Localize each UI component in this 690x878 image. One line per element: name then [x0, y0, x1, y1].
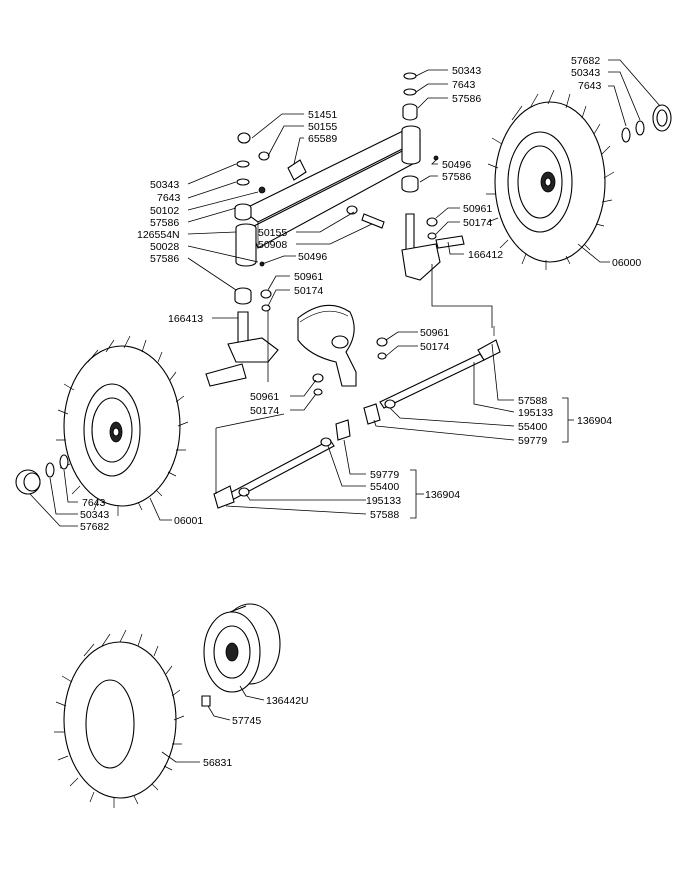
label-136904: 136904: [577, 415, 612, 427]
label-57586: 57586: [442, 171, 471, 183]
right-wheel-06000: [486, 89, 615, 270]
label-50343: 50343: [80, 509, 109, 521]
label-06000: 06000: [612, 257, 641, 269]
label-57586: 57586: [452, 93, 481, 105]
label-50343: 50343: [150, 179, 179, 191]
label-50908: 50908: [258, 239, 287, 251]
label-7643: 7643: [157, 192, 181, 204]
label-50174: 50174: [420, 341, 449, 353]
label-57682: 57682: [80, 521, 109, 533]
label-50961: 50961: [420, 327, 449, 339]
steering-sector: [297, 304, 388, 396]
left-spindle: [205, 287, 279, 387]
label-55400: 55400: [518, 421, 547, 433]
rim-136442U: [203, 603, 281, 693]
label-57588: 57588: [370, 509, 399, 521]
label-50028: 50028: [150, 241, 179, 253]
leader-lines: [29, 59, 661, 763]
label-195133: 195133: [366, 495, 401, 507]
label-06001: 06001: [174, 515, 203, 527]
label-50496: 50496: [298, 251, 327, 263]
valve-57745: [201, 695, 211, 707]
label-7643: 7643: [82, 497, 106, 509]
label-166412: 166412: [468, 249, 503, 261]
label-7643: 7643: [578, 80, 602, 92]
right-tie-rod: [363, 326, 501, 425]
right-hub-parts: [621, 104, 672, 143]
label-50343: 50343: [571, 67, 600, 79]
right-spindle: [401, 213, 465, 281]
label-50174: 50174: [250, 405, 279, 417]
label-59779: 59779: [518, 435, 547, 447]
label-50155: 50155: [258, 227, 287, 239]
left-kingpin-tube: [234, 132, 266, 267]
label-57586: 57586: [150, 217, 179, 229]
label-65589: 65589: [308, 133, 337, 145]
label-56831: 56831: [203, 757, 232, 769]
label-166413: 166413: [168, 313, 203, 325]
label-50961: 50961: [294, 271, 323, 283]
label-50961: 50961: [463, 203, 492, 215]
label-7643: 7643: [452, 79, 476, 91]
label-57682: 57682: [571, 55, 600, 67]
part-number-labels: 57682 50343 7643 50343 7643 57586 51451 …: [80, 55, 641, 769]
label-50343: 50343: [452, 65, 481, 77]
label-55400: 55400: [370, 481, 399, 493]
label-57588: 57588: [518, 395, 547, 407]
label-51451: 51451: [308, 109, 337, 121]
label-195133: 195133: [518, 407, 553, 419]
label-50102: 50102: [150, 205, 179, 217]
label-50155: 50155: [308, 121, 337, 133]
label-57586: 57586: [150, 253, 179, 265]
left-tie-rod: [213, 419, 351, 509]
center-bolt-parts: [258, 151, 439, 267]
label-59779: 59779: [370, 469, 399, 481]
left-hub-parts: [15, 454, 69, 495]
label-50174: 50174: [294, 285, 323, 297]
label-136904: 136904: [425, 489, 460, 501]
label-50496: 50496: [442, 159, 471, 171]
label-50961: 50961: [250, 391, 279, 403]
tyre-56831: [54, 629, 185, 808]
label-50174: 50174: [463, 217, 492, 229]
right-kingpin-tube: [401, 72, 421, 193]
label-57745: 57745: [232, 715, 261, 727]
left-wheel-06001: [56, 335, 189, 516]
label-136442U: 136442U: [266, 695, 309, 707]
label-126554N: 126554N: [137, 229, 180, 241]
